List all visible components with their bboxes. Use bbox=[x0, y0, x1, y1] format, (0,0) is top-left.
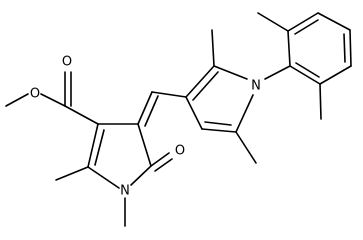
bond-lactam-co-a bbox=[150, 152, 170, 167]
bond-p5-p4-a bbox=[201, 128, 237, 133]
bond-lactam-co-b bbox=[154, 158, 173, 172]
bond-c5-c4 bbox=[137, 123, 152, 167]
bond-p2-n bbox=[213, 65, 248, 80]
methyl-ester-group: O O bbox=[5, 55, 99, 125]
bond-ome-oxygen bbox=[40, 93, 66, 107]
bond-p5-methyl bbox=[235, 131, 257, 164]
pyrrole-nitrogen: N bbox=[251, 79, 261, 94]
bond-c2-n1 bbox=[87, 166, 120, 189]
bond-ar2-ar3-inner bbox=[294, 19, 319, 35]
bond-ar6-methyl bbox=[319, 83, 322, 120]
methylidene-linker bbox=[137, 91, 187, 127]
bond-c3-c2 bbox=[87, 123, 99, 168]
ester-oxygen-single: O bbox=[30, 87, 40, 102]
bond-ar4-ar5-inner bbox=[343, 33, 346, 63]
dimethylpyrrole-ring: N bbox=[185, 29, 261, 164]
bond-ome-methyl bbox=[5, 93, 29, 107]
molecule-structure: O O N O N bbox=[5, 12, 352, 227]
bond-ar6-ar1-inner bbox=[295, 62, 320, 78]
bond-p3-p2-b bbox=[192, 71, 219, 101]
bond-n1-c5 bbox=[130, 165, 152, 186]
bond-p4-p3 bbox=[185, 96, 203, 130]
ester-oxygen-double: O bbox=[62, 55, 72, 70]
bond-linker-pyrrole bbox=[151, 91, 187, 98]
bond-p2-methyl bbox=[211, 29, 215, 67]
bond-p3-p2-a bbox=[185, 65, 215, 98]
ring-nitrogen: N bbox=[120, 184, 130, 199]
bond-n-p5 bbox=[235, 94, 254, 133]
bond-p5-p4-b bbox=[204, 121, 232, 126]
bond-ester-carbon-ring bbox=[64, 105, 99, 125]
dimethylphenyl-ring bbox=[257, 12, 352, 120]
bond-ar4-ar5 bbox=[349, 29, 352, 67]
bond-ar2-ar3 bbox=[287, 12, 319, 32]
bond-ar1-ar2 bbox=[287, 30, 291, 67]
lactam-oxygen: O bbox=[175, 144, 185, 159]
bond-c3-c2-inner bbox=[94, 129, 105, 166]
bond-ar3-ar4 bbox=[317, 12, 351, 31]
pyrrolinone-ring: N O bbox=[55, 123, 185, 227]
bond-ar6-ar1 bbox=[289, 65, 321, 85]
bond-exo-double-b bbox=[144, 95, 159, 127]
bond-ar2-methyl bbox=[257, 12, 289, 32]
bond-ar5-ar6 bbox=[319, 65, 352, 85]
bond-n-aryl bbox=[264, 65, 291, 80]
bond-c2-methyl bbox=[55, 166, 89, 181]
bond-exo-double-a bbox=[137, 91, 153, 125]
